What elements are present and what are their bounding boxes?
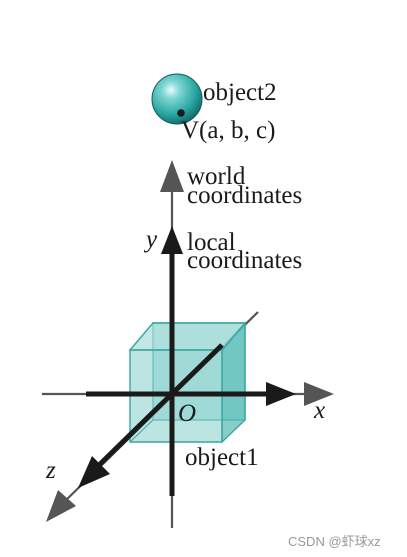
local-label-line1: local <box>187 229 236 256</box>
z-axis-label: z <box>45 457 56 484</box>
x-axis-label: x <box>313 397 325 424</box>
world-label-line1: world <box>187 163 246 190</box>
local-z-axis <box>94 343 224 470</box>
world-label-line2: coordinates <box>187 182 302 209</box>
local-x-arrowhead <box>266 382 296 406</box>
local-z-arrowhead <box>78 456 110 488</box>
object1-label: object1 <box>185 444 259 471</box>
sphere-object2 <box>151 73 203 125</box>
world-y-arrowhead <box>160 160 184 192</box>
world-z-arrowhead <box>46 490 76 522</box>
local-axes <box>78 226 296 496</box>
local-y-arrowhead <box>161 226 183 254</box>
sphere <box>151 73 203 125</box>
watermark: CSDN @虾球xz <box>288 534 381 549</box>
origin-label: O <box>178 400 196 427</box>
local-label-line2: coordinates <box>187 247 302 274</box>
vertex-label: V(a, b, c) <box>181 117 275 144</box>
world-x-arrowhead <box>304 382 334 406</box>
local-y-label: y <box>143 226 158 253</box>
cube-hidden-edge <box>129 419 154 443</box>
origin-dot <box>168 390 176 398</box>
vertex-point <box>177 109 185 117</box>
object2-label: object2 <box>203 79 277 106</box>
